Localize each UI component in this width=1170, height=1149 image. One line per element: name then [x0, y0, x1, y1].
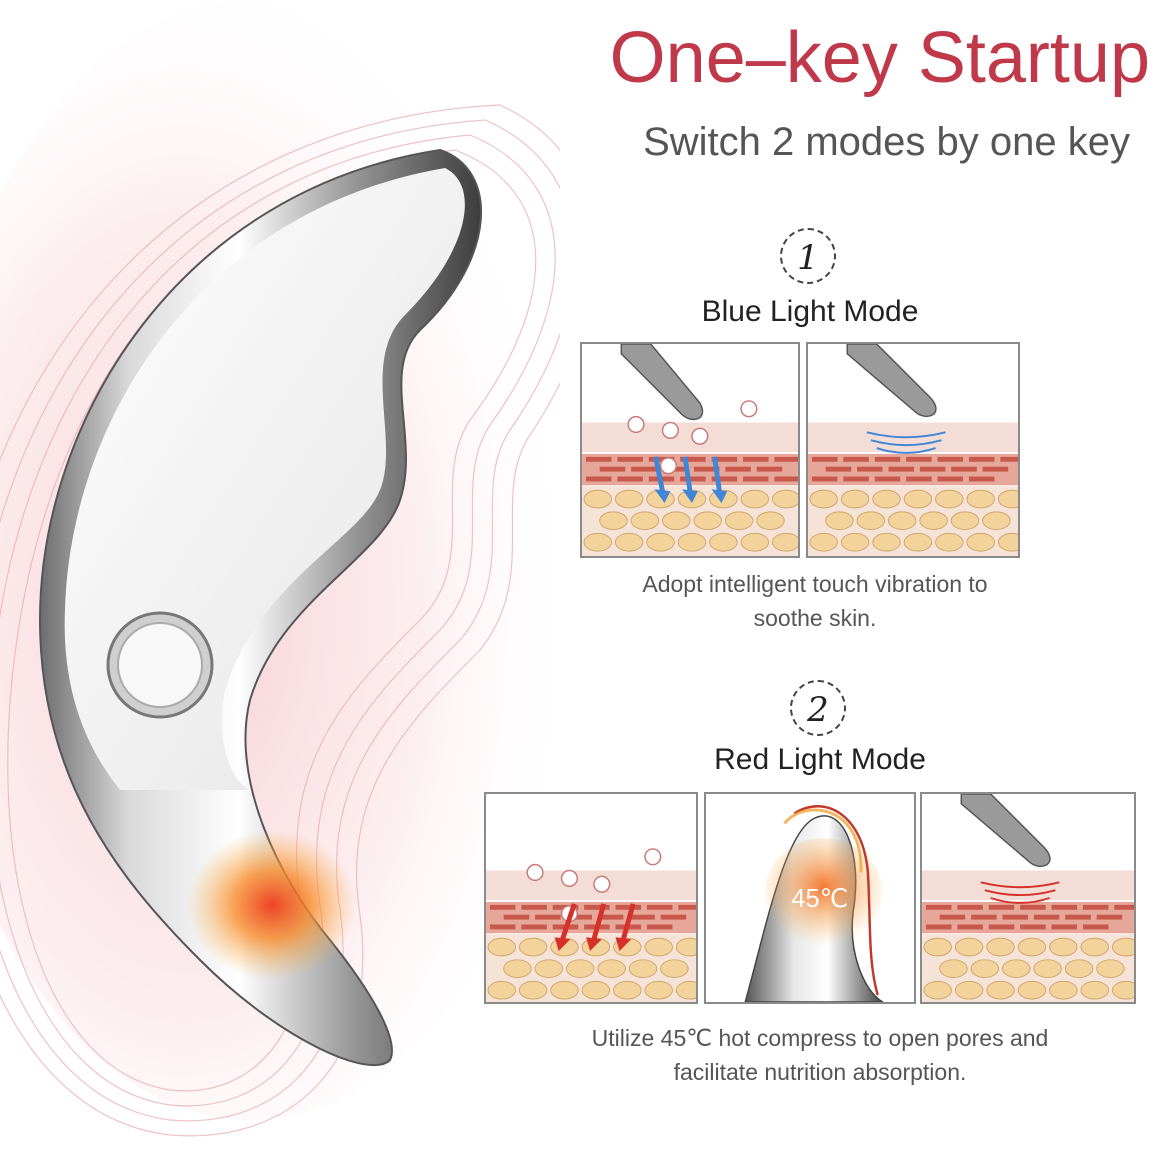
device-illustration	[0, 0, 560, 1137]
red-mode-panel-absorb	[484, 792, 698, 1004]
mode-2-caption-line1: Utilize 45℃ hot compress to open pores a…	[591, 1025, 1049, 1051]
mode-2-title: Red Light Mode	[714, 743, 926, 776]
blue-mode-panel-vibration	[806, 342, 1020, 558]
mode-1-caption-line2: soothe skin.	[753, 605, 877, 631]
page-subtitle: Switch 2 modes by one key	[643, 120, 1130, 164]
temperature-label: 45℃	[791, 885, 848, 913]
red-mode-panel-heat: 45℃	[704, 792, 916, 1004]
page-title: One–key Startup	[609, 18, 1150, 98]
red-mode-panel-vibration	[920, 792, 1136, 1004]
mode-1-title: Blue Light Mode	[701, 295, 919, 328]
mode-1-caption-line1: Adopt intelligent touch vibration to	[642, 571, 988, 597]
mode-2-number-badge: 2	[790, 680, 846, 736]
mode-2-caption-line2: facilitate nutrition absorption.	[673, 1059, 967, 1085]
mode-1-number-badge: 1	[780, 228, 836, 284]
blue-mode-panel-absorb	[580, 342, 800, 558]
